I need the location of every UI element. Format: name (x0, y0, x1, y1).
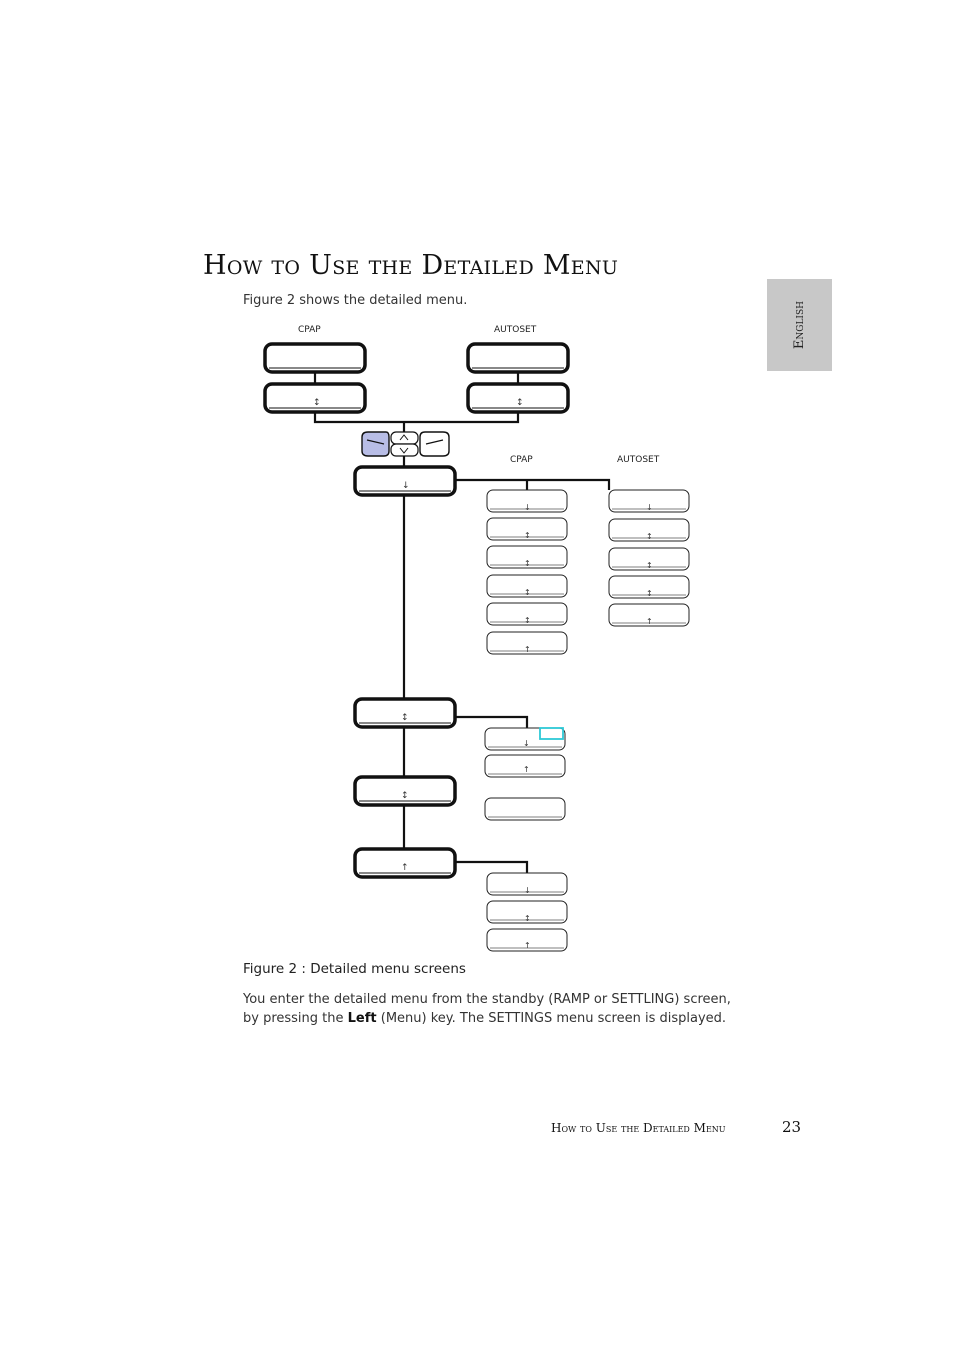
svg-text:↕: ↕ (524, 531, 531, 540)
autoset-settings-label: AUTOSET (617, 455, 660, 465)
svg-text:↕: ↕ (646, 589, 653, 598)
up-key-icon (390, 431, 419, 445)
exit-sub-list: ↓ ↕ ↑ (486, 872, 568, 952)
svg-text:↓: ↓ (646, 503, 653, 512)
svg-text:↕: ↕ (401, 791, 409, 801)
svg-text:↑: ↑ (401, 863, 409, 873)
autoset-column-label: AUTOSET (494, 325, 537, 335)
left-key-term: Left (347, 1011, 377, 1026)
language-tab: English (767, 279, 832, 371)
svg-text:↑: ↑ (523, 765, 530, 774)
intro-text: Figure 2 shows the detailed menu. (243, 293, 468, 308)
cpap-settings-list: ↓ ↕ ↕ ↕ ↕ ↑ (486, 489, 568, 655)
svg-text:↓: ↓ (523, 739, 530, 748)
svg-text:↕: ↕ (524, 588, 531, 597)
cpap-settings-label: CPAP (510, 455, 533, 465)
svg-text:↕: ↕ (524, 559, 531, 568)
menu-key-icon (361, 431, 390, 457)
right-key-icon (419, 431, 450, 457)
svg-text:↓: ↓ (524, 886, 531, 895)
page-title: How to Use the Detailed Menu (203, 250, 619, 281)
keypad (361, 431, 450, 457)
svg-text:↓: ↓ (524, 503, 531, 512)
svg-text:↕: ↕ (524, 914, 531, 923)
cpap-standby-screen (263, 342, 367, 374)
scroll-arrow-icon: ↕ (516, 398, 524, 408)
footer-title: How to Use the Detailed Menu (551, 1121, 726, 1135)
cpap-column-label: CPAP (298, 325, 321, 335)
options-sub-list: ↓ ↑ (484, 727, 566, 778)
svg-text:↕: ↕ (646, 532, 653, 541)
down-key-icon (390, 443, 419, 457)
svg-text:↓: ↓ (402, 481, 410, 491)
svg-text:↕: ↕ (524, 616, 531, 625)
svg-text:↕: ↕ (401, 713, 409, 723)
info-sub-screen (484, 797, 566, 821)
body-paragraph: You enter the detailed menu from the sta… (243, 992, 731, 1026)
svg-text:↑: ↑ (646, 617, 653, 626)
figure-caption: Figure 2 : Detailed menu screens (243, 961, 466, 977)
svg-text:↕: ↕ (646, 561, 653, 570)
svg-text:↑: ↑ (524, 941, 531, 950)
page-number: 23 (782, 1118, 802, 1136)
highlight-marker (539, 727, 564, 740)
svg-text:↑: ↑ (524, 645, 531, 654)
autoset-standby-screen (466, 342, 570, 374)
scroll-arrow-icon: ↕ (313, 398, 321, 408)
autoset-settings-list: ↓ ↕ ↕ ↕ ↑ (608, 489, 690, 627)
